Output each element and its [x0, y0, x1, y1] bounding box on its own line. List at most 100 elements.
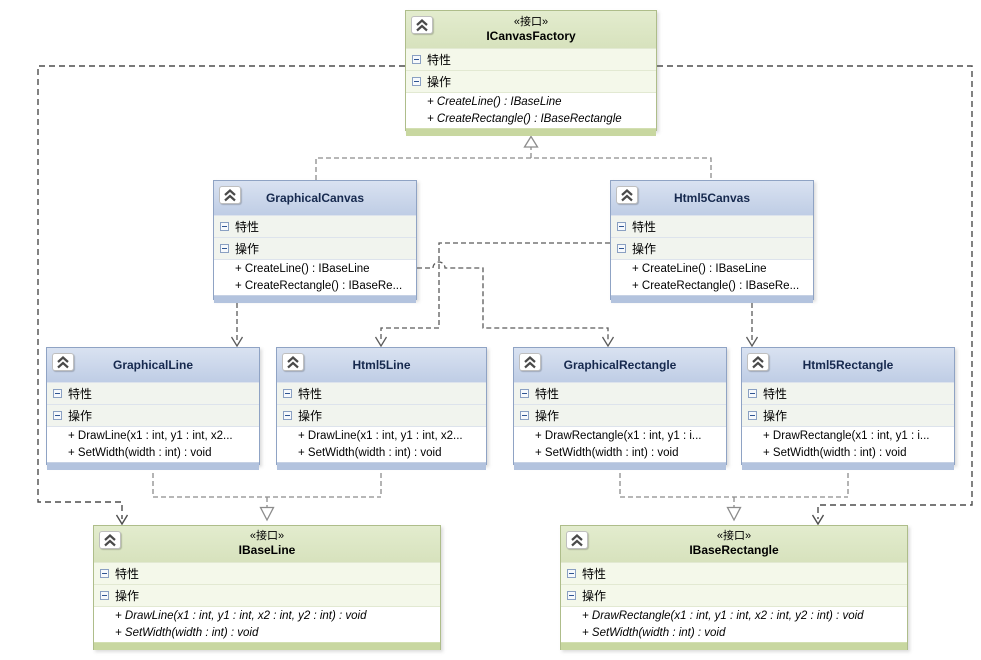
- collapse-chevron-icon[interactable]: [52, 353, 74, 371]
- collapse-chevron-icon[interactable]: [99, 531, 121, 549]
- attributes-label: 特性: [535, 387, 560, 401]
- members-list: + CreateLine() : IBaseLine + CreateRecta…: [406, 92, 656, 128]
- members-list: + DrawLine(x1 : int, y1 : int, x2... + S…: [47, 426, 259, 462]
- members-list: + DrawRectangle(x1 : int, y1 : i... + Se…: [742, 426, 954, 462]
- members-list: + DrawLine(x1 : int, y1 : int, x2... + S…: [277, 426, 486, 462]
- collapse-minus-icon[interactable]: [53, 387, 62, 401]
- class-title: IBaseRectangle: [689, 543, 779, 557]
- collapse-minus-icon[interactable]: [283, 409, 292, 423]
- class-title: Html5Canvas: [673, 190, 751, 205]
- operation-item[interactable]: + SetWidth(width : int) : void: [535, 447, 679, 459]
- class-title: GraphicalRectangle: [563, 357, 677, 372]
- operations-section-row: 操作: [214, 237, 416, 259]
- attributes-section-row: 特性: [561, 562, 907, 584]
- collapse-minus-icon[interactable]: [748, 409, 757, 423]
- class-html5line[interactable]: Html5Line 特性 操作 + DrawLine(x1 : int, y1 …: [276, 347, 487, 470]
- collapse-minus-icon[interactable]: [617, 242, 626, 256]
- realization-rectangles-to-ibaserectangle: [619, 465, 849, 522]
- operations-section-row: 操作: [561, 584, 907, 606]
- class-header: GraphicalCanvas: [214, 181, 416, 215]
- attributes-label: 特性: [298, 387, 323, 401]
- collapse-minus-icon[interactable]: [100, 567, 109, 581]
- operation-item[interactable]: + CreateRectangle() : IBaseRe...: [632, 280, 800, 292]
- operations-label: 操作: [68, 409, 93, 423]
- members-list: + CreateLine() : IBaseLine + CreateRecta…: [611, 259, 813, 295]
- attributes-label: 特性: [427, 53, 452, 67]
- interface-icanvasfactory[interactable]: «接口» ICanvasFactory 特性 操作 + CreateLine()…: [405, 10, 657, 136]
- collapse-minus-icon[interactable]: [520, 409, 529, 423]
- operations-label: 操作: [632, 242, 657, 256]
- class-header: GraphicalRectangle: [514, 348, 726, 382]
- collapse-chevron-icon[interactable]: [616, 186, 638, 204]
- collapse-minus-icon[interactable]: [53, 409, 62, 423]
- attributes-label: 特性: [235, 220, 260, 234]
- operation-item[interactable]: + CreateRectangle() : IBaseRectangle: [427, 113, 622, 125]
- collapse-chevron-icon[interactable]: [747, 353, 769, 371]
- operations-label: 操作: [115, 589, 140, 603]
- class-graphicalcanvas[interactable]: GraphicalCanvas 特性 操作 + CreateLine() : I…: [213, 180, 417, 303]
- interface-ibaseline[interactable]: «接口» IBaseLine 特性 操作 + DrawLine(x1 : int…: [93, 525, 441, 650]
- operation-item[interactable]: + CreateLine() : IBaseLine: [235, 263, 370, 275]
- collapse-minus-icon[interactable]: [412, 53, 421, 67]
- attributes-label: 特性: [582, 567, 607, 581]
- class-html5canvas[interactable]: Html5Canvas 特性 操作 + CreateLine() : IBase…: [610, 180, 814, 303]
- operations-label: 操作: [235, 242, 260, 256]
- operation-item[interactable]: + SetWidth(width : int) : void: [298, 447, 442, 459]
- collapse-chevron-icon[interactable]: [219, 186, 241, 204]
- members-list: + DrawRectangle(x1 : int, y1 : int, x2 :…: [561, 606, 907, 642]
- dependency-graphicalcanvas-to-graphicalline: [230, 303, 244, 348]
- realization-lines-to-ibaseline: [152, 465, 382, 522]
- collapse-chevron-icon[interactable]: [566, 531, 588, 549]
- attributes-section-row: 特性: [277, 382, 486, 404]
- class-title: GraphicalLine: [112, 357, 194, 372]
- operation-item[interactable]: + DrawRectangle(x1 : int, y1 : i...: [763, 430, 930, 442]
- operation-item[interactable]: + SetWidth(width : int) : void: [763, 447, 907, 459]
- collapse-minus-icon[interactable]: [412, 75, 421, 89]
- collapse-minus-icon[interactable]: [617, 220, 626, 234]
- class-graphicalrectangle[interactable]: GraphicalRectangle 特性 操作 + DrawRectangle…: [513, 347, 727, 470]
- class-html5rectangle[interactable]: Html5Rectangle 特性 操作 + DrawRectangle(x1 …: [741, 347, 955, 470]
- attributes-section-row: 特性: [406, 48, 656, 70]
- operations-label: 操作: [763, 409, 788, 423]
- collapse-minus-icon[interactable]: [220, 220, 229, 234]
- collapse-minus-icon[interactable]: [520, 387, 529, 401]
- interface-ibaserectangle[interactable]: «接口» IBaseRectangle 特性 操作 + DrawRectangl…: [560, 525, 908, 650]
- operation-item[interactable]: + CreateRectangle() : IBaseRe...: [235, 280, 403, 292]
- operation-item[interactable]: + SetWidth(width : int) : void: [115, 627, 259, 639]
- attributes-section-row: 特性: [514, 382, 726, 404]
- class-title: ICanvasFactory: [486, 28, 576, 43]
- collapse-chevron-icon[interactable]: [411, 16, 433, 34]
- attributes-label: 特性: [115, 567, 140, 581]
- collapse-minus-icon[interactable]: [748, 387, 757, 401]
- collapse-minus-icon[interactable]: [567, 589, 576, 603]
- realization-canvases-to-icanvasfactory: [315, 135, 712, 180]
- stereotype-label: «接口»: [716, 530, 752, 542]
- attributes-section-row: 特性: [742, 382, 954, 404]
- collapse-minus-icon[interactable]: [100, 589, 109, 603]
- class-header: Html5Line: [277, 348, 486, 382]
- collapse-minus-icon[interactable]: [220, 242, 229, 256]
- class-graphicalline[interactable]: GraphicalLine 特性 操作 + DrawLine(x1 : int,…: [46, 347, 260, 470]
- operation-item[interactable]: + DrawRectangle(x1 : int, y1 : int, x2 :…: [582, 610, 864, 622]
- operations-section-row: 操作: [611, 237, 813, 259]
- class-header: Html5Rectangle: [742, 348, 954, 382]
- operation-item[interactable]: + CreateLine() : IBaseLine: [427, 96, 562, 108]
- operations-label: 操作: [298, 409, 323, 423]
- bottom-strip: [277, 462, 486, 470]
- operation-item[interactable]: + DrawLine(x1 : int, y1 : int, x2 : int,…: [115, 610, 367, 622]
- operation-item[interactable]: + DrawLine(x1 : int, y1 : int, x2...: [298, 430, 463, 442]
- class-header: «接口» IBaseLine: [94, 526, 440, 562]
- collapse-chevron-icon[interactable]: [519, 353, 541, 371]
- class-title: IBaseLine: [238, 543, 296, 557]
- operation-item[interactable]: + DrawRectangle(x1 : int, y1 : i...: [535, 430, 702, 442]
- collapse-minus-icon[interactable]: [567, 567, 576, 581]
- operation-item[interactable]: + DrawLine(x1 : int, y1 : int, x2...: [68, 430, 233, 442]
- operation-item[interactable]: + SetWidth(width : int) : void: [68, 447, 212, 459]
- operation-item[interactable]: + SetWidth(width : int) : void: [582, 627, 726, 639]
- bottom-strip: [561, 642, 907, 650]
- collapse-minus-icon[interactable]: [283, 387, 292, 401]
- collapse-chevron-icon[interactable]: [282, 353, 304, 371]
- class-header: Html5Canvas: [611, 181, 813, 215]
- operation-item[interactable]: + CreateLine() : IBaseLine: [632, 263, 767, 275]
- members-list: + DrawRectangle(x1 : int, y1 : i... + Se…: [514, 426, 726, 462]
